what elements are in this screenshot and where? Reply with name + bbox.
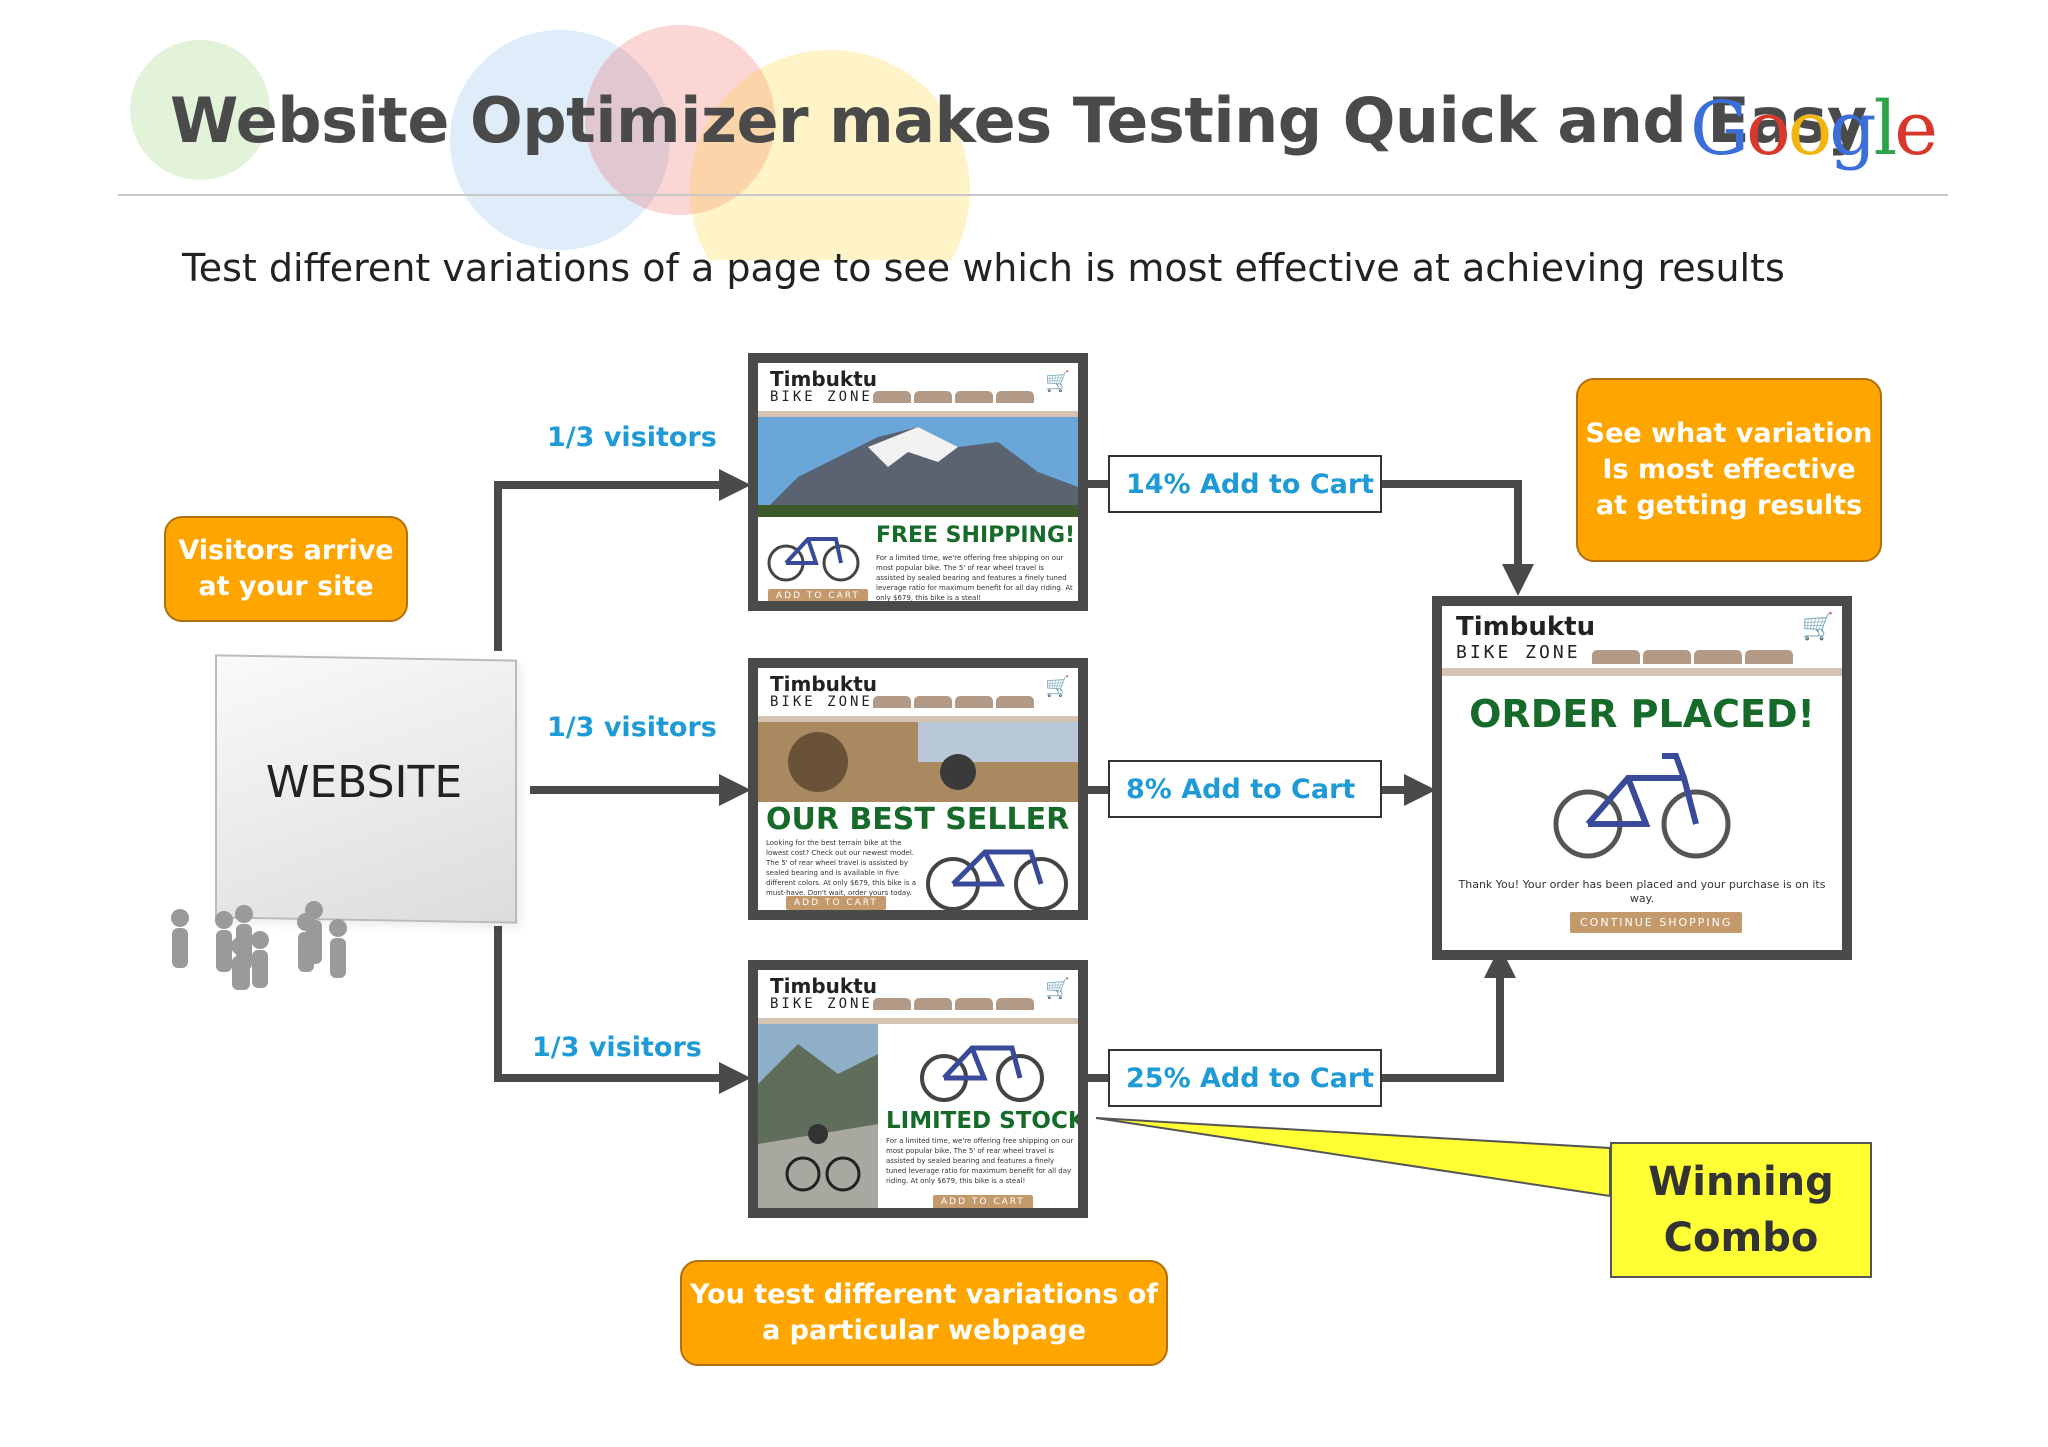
site-header: Timbuktu BIKE ZONE 🛒 [758,668,1078,716]
visitors-label-middle: 1/3 visitors [547,712,717,743]
rate-box-middle: 8% Add to Cart [1108,760,1382,818]
variant-free-shipping: Timbuktu BIKE ZONE 🛒 FREE SHIPPING! For … [748,353,1088,611]
cart-icon: 🛒 [1045,976,1070,1000]
winning-pointer [1095,1117,1611,1198]
variant-body: For a limited time, we're offering free … [876,554,1073,602]
cart-icon: 🛒 [1045,674,1070,698]
rider-image [758,1024,878,1208]
mountain-image [758,417,1078,517]
arrow-bottom-to-result [1380,946,1516,1082]
rider-image [758,722,1078,802]
brand-name: Timbuktu [1456,612,1596,642]
cart-icon: 🛒 [1801,612,1834,642]
arrow-bottom-branch [494,926,751,1094]
variant-body: Looking for the best terrain bike at the… [766,839,917,897]
callout-see-variation: See what variation Is most effective at … [1576,378,1882,562]
brand-sub: BIKE ZONE [1456,642,1581,663]
add-to-cart-button[interactable]: ADD TO CART [768,589,868,601]
variant-headline: OUR BEST SELLER [766,802,1070,837]
visitors-label-bottom: 1/3 visitors [532,1032,702,1063]
callout-visitors-arrive: Visitors arrive at your site [164,516,408,622]
site-nav [873,391,1034,403]
site-nav [873,998,1034,1010]
add-to-cart-button[interactable]: ADD TO CART [933,1195,1033,1208]
visitor-figures [171,901,347,990]
site-header: Timbuktu BIKE ZONE 🛒 [1442,606,1842,668]
order-message: Thank You! Your order has been placed an… [1458,878,1826,905]
variant-best-seller: Timbuktu BIKE ZONE 🛒 OUR BEST SELLER Loo… [748,658,1088,920]
visitors-label-top: 1/3 visitors [547,422,717,453]
bike-image [1553,753,1731,859]
arrow-top-branch [494,469,751,651]
winning-combo-callout: Winning Combo [1610,1142,1872,1278]
result-order-placed: Timbuktu BIKE ZONE 🛒 ORDER PLACED! Thank… [1432,596,1852,960]
brand-name: Timbuktu [770,672,877,696]
title-divider [118,194,1948,196]
site-nav [1592,650,1793,664]
brand-sub: BIKE ZONE [770,694,873,710]
bike-image [767,537,860,582]
brand-name: Timbuktu [770,974,877,998]
variant-body: For a limited time, we're offering free … [886,1137,1074,1185]
site-nav [873,696,1034,708]
callout-test-variations: You test different variations of a parti… [680,1260,1168,1366]
add-to-cart-button[interactable]: ADD TO CART [786,896,886,910]
brand-sub: BIKE ZONE [770,389,873,405]
arrow-top-to-result [1380,480,1534,596]
bike-image [920,1045,1044,1102]
cart-icon: 🛒 [1045,369,1070,393]
variant-headline: LIMITED STOCK! [886,1108,1088,1134]
order-headline: ORDER PLACED! [1469,692,1815,736]
variant-headline: FREE SHIPPING! [876,523,1076,548]
variant-limited-stock: Timbuktu BIKE ZONE 🛒 LIMITED STOCK! For … [748,960,1088,1218]
website-label: WEBSITE [265,757,463,808]
rate-box-top: 14% Add to Cart [1108,455,1382,513]
brand-sub: BIKE ZONE [770,996,873,1012]
continue-shopping-button[interactable]: CONTINUE SHOPPING [1570,912,1743,933]
site-header: Timbuktu BIKE ZONE 🛒 [758,363,1078,411]
subtitle: Test different variations of a page to s… [182,246,1785,290]
site-header: Timbuktu BIKE ZONE 🛒 [758,970,1078,1018]
google-logo: Google [1690,86,1938,172]
bike-image [926,849,1068,910]
page-title: Website Optimizer makes Testing Quick an… [170,84,1867,157]
brand-name: Timbuktu [770,367,877,391]
rate-box-bottom: 25% Add to Cart [1108,1049,1382,1107]
